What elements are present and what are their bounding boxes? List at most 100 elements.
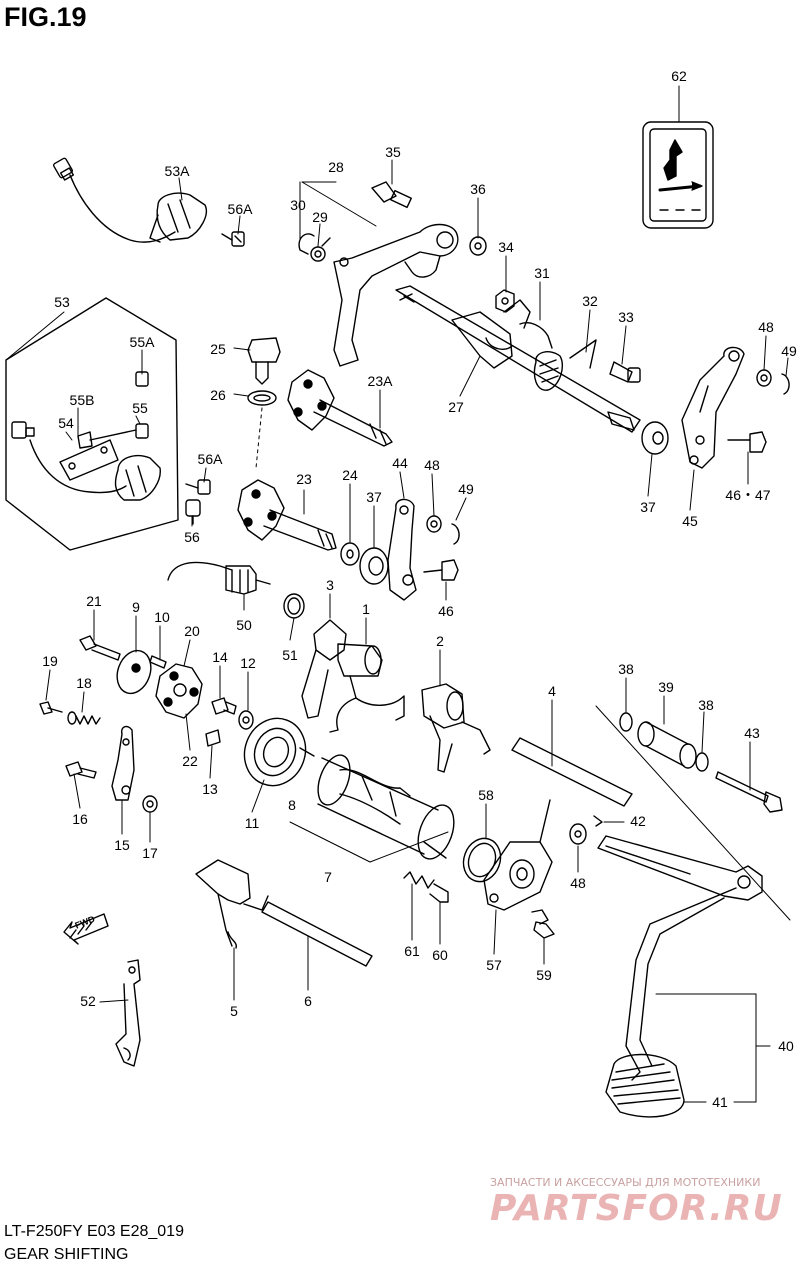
pin-35 xyxy=(371,181,412,209)
circlip-30 xyxy=(298,233,315,255)
stopper-32 xyxy=(569,339,597,369)
callout-37-right: 37 xyxy=(640,499,656,515)
callout-36: 36 xyxy=(470,181,486,197)
o-ring-26 xyxy=(247,390,277,406)
bolt-56 xyxy=(185,499,201,525)
fwd-arrow-icon xyxy=(63,913,109,945)
callout-23a: 23A xyxy=(368,373,394,389)
o-ring-51 xyxy=(283,593,305,619)
cotter-pin-42 xyxy=(593,815,603,827)
sensor-53a xyxy=(52,157,207,243)
callout-43: 43 xyxy=(744,725,760,741)
callout-56: 56 xyxy=(184,529,200,545)
pedal-rubber-41 xyxy=(605,1053,685,1118)
washer-48-mid xyxy=(426,515,442,533)
pin-19 xyxy=(39,701,63,715)
callout-52: 52 xyxy=(80,993,96,1009)
callout-62: 62 xyxy=(671,68,687,84)
bolt-14 xyxy=(211,697,237,715)
bolt-16 xyxy=(65,761,97,779)
spring-18 xyxy=(67,711,101,725)
callout-37-mid: 37 xyxy=(366,489,382,505)
callout-53a: 53A xyxy=(165,163,191,179)
stopper-arm-15 xyxy=(111,725,135,801)
washer-48-low xyxy=(569,823,587,845)
fork-shaft-4 xyxy=(511,737,633,807)
callout-11: 11 xyxy=(245,815,260,831)
callout-46: 46 xyxy=(438,603,454,619)
callout-49-mid: 49 xyxy=(458,481,474,497)
washer-38-left xyxy=(619,712,633,732)
callout-41: 41 xyxy=(712,1094,728,1110)
bolt-56a-top xyxy=(221,231,245,247)
callout-3: 3 xyxy=(326,577,334,593)
callout-14: 14 xyxy=(212,649,228,665)
callout-30: 30 xyxy=(290,197,306,213)
bolt-46-47 xyxy=(727,431,767,453)
callout-17: 17 xyxy=(142,845,158,861)
callout-33: 33 xyxy=(618,309,634,325)
washer-38-right xyxy=(695,752,709,772)
pin-10 xyxy=(149,655,167,669)
washer-12 xyxy=(238,710,254,730)
callout-21: 21 xyxy=(86,593,102,609)
callout-53: 53 xyxy=(54,294,70,310)
callout-28: 28 xyxy=(328,159,344,175)
bolt-43-guideline xyxy=(595,705,791,921)
washer-17 xyxy=(142,795,158,813)
bearing-37-mid xyxy=(359,547,389,585)
nut-34 xyxy=(495,289,515,313)
gearshift-cam-8 xyxy=(299,747,455,860)
section-name: GEAR SHIFTING xyxy=(4,1246,129,1263)
bolt-46-mid xyxy=(423,559,459,581)
callout-48-mid: 48 xyxy=(424,457,440,473)
callout-18: 18 xyxy=(76,675,92,691)
callout-32: 32 xyxy=(582,293,598,309)
callout-29: 29 xyxy=(312,209,328,225)
callout-54: 54 xyxy=(58,415,74,431)
callout-55a: 55A xyxy=(130,334,156,350)
shift-arm-44 xyxy=(387,498,417,601)
callout-34: 34 xyxy=(498,239,514,255)
plug-25 xyxy=(247,337,281,385)
gearshift-shaft-27 xyxy=(395,285,641,433)
callout-38-left: 38 xyxy=(618,661,634,677)
circlip-49-mid xyxy=(451,523,460,545)
leader-lines xyxy=(5,85,789,1103)
shift-fork-5 xyxy=(195,859,269,949)
callout-35: 35 xyxy=(385,144,401,160)
callout-12: 12 xyxy=(240,655,256,671)
plate-9 xyxy=(116,649,152,695)
bolt-21 xyxy=(79,635,121,661)
circlip-49-top xyxy=(781,373,790,395)
callout-56a-top: 56A xyxy=(228,201,254,217)
pin-60 xyxy=(429,883,449,903)
callout-8: 8 xyxy=(288,797,296,813)
callout-55b: 55B xyxy=(70,392,95,408)
spring-31 xyxy=(519,322,553,349)
callout-24: 24 xyxy=(342,467,358,483)
callout-27: 27 xyxy=(448,399,464,415)
bolt-56a-mid xyxy=(185,479,211,495)
shift-fork-3 xyxy=(301,619,347,719)
callout-61: 61 xyxy=(404,943,420,959)
callout-9: 9 xyxy=(132,599,140,615)
bolt-59 xyxy=(531,909,555,939)
gearshift-cam-stopper-20 xyxy=(155,663,203,719)
callout-16: 16 xyxy=(72,811,88,827)
washer-29 xyxy=(310,237,331,262)
washer-13 xyxy=(205,729,221,747)
shift-lever-28 xyxy=(333,223,459,367)
callout-20: 20 xyxy=(184,623,200,639)
callout-57: 57 xyxy=(486,957,502,973)
watermark-logo: PARTSFOR.RU xyxy=(490,1188,783,1229)
callout-7: 7 xyxy=(324,869,332,885)
gearshift-lever-40 xyxy=(597,835,763,1081)
gearshift-cam-pawl-57 xyxy=(483,799,553,911)
callout-42: 42 xyxy=(630,813,646,829)
decal-shift-pattern xyxy=(642,121,714,229)
callout-labels: 62 53A 56A 28 30 29 35 36 34 31 32 33 48… xyxy=(42,68,797,1110)
callout-45: 45 xyxy=(682,513,698,529)
callout-55: 55 xyxy=(132,400,148,416)
